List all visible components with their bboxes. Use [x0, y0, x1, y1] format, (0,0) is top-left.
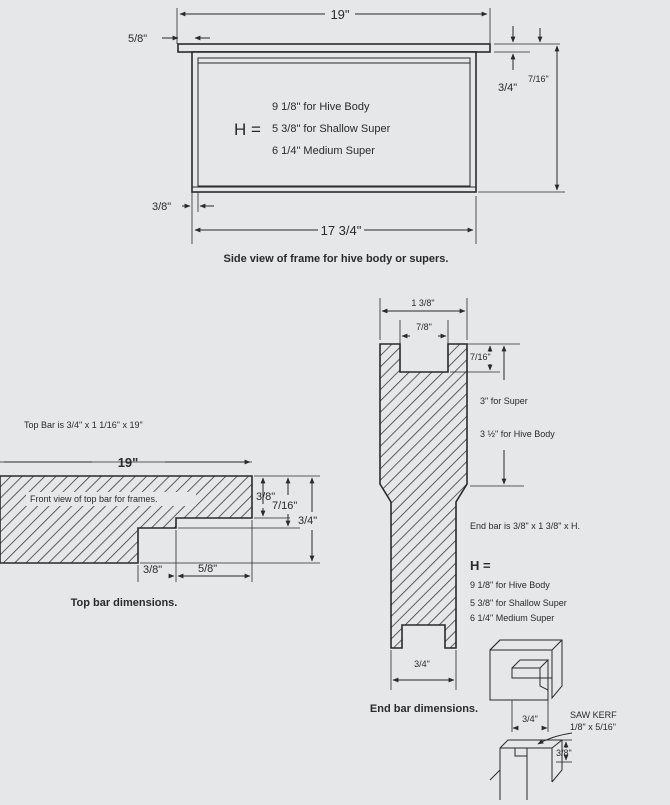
- end-bar-spec: End bar is 3/8" x 1 3/8" x H.: [470, 521, 580, 531]
- end-bar-bottom: 3/4": [414, 659, 430, 669]
- end-bar-hive-body: 3 ½" for Hive Body: [480, 429, 555, 439]
- side-view: 19" 5/8" H = 9 1/8" for Hive Body 5 3/8"…: [128, 7, 565, 265]
- side-end-thickness: 3/8": [152, 201, 171, 213]
- top-bar-dim-3-4: 3/4": [298, 515, 317, 527]
- end-bar-height-hive-body: 9 1/8" for Hive Body: [470, 580, 550, 590]
- side-height-hive-body: 9 1/8" for Hive Body: [272, 101, 370, 113]
- end-bar-notch: 7/8": [416, 322, 432, 332]
- end-bar-view: 1 3/8" 7/8" 7/16" 3" for Super 3 ½" for …: [370, 298, 580, 715]
- side-view-caption: Side view of frame for hive body or supe…: [224, 253, 449, 265]
- top-bar-view: Top Bar is 3/4" x 1 1/16" x 19" 19" Fron…: [0, 420, 320, 609]
- kerf-label: SAW KERF: [570, 710, 617, 720]
- side-height-shallow-super: 5 3/8" for Shallow Super: [272, 123, 391, 135]
- side-frame-inner: [197, 57, 471, 187]
- side-h-label: H =: [234, 120, 261, 139]
- top-bar-dim-3-8: 3/8": [256, 491, 275, 503]
- top-bar-dim-7-16: 7/16": [272, 500, 297, 512]
- end-bar-height-medium-super: 6 1/4" Medium Super: [470, 613, 554, 623]
- side-height-medium-super: 6 1/4" Medium Super: [272, 145, 375, 157]
- kerf-dim-3-8: 3/8": [556, 748, 572, 758]
- side-top-bar-thickness: 3/4": [498, 82, 517, 94]
- side-inner-length: 17 3/4": [321, 223, 362, 238]
- top-bar-profile: [0, 475, 253, 564]
- end-bar-caption: End bar dimensions.: [370, 703, 478, 715]
- kerf-size: 1/8" x 5/16": [570, 722, 616, 732]
- end-bar-profile: [379, 343, 468, 649]
- top-bar-length: 19": [118, 455, 139, 470]
- end-bar-width: 1 3/8": [411, 298, 434, 308]
- side-ear-label: 5/8": [128, 33, 147, 45]
- end-bar-notch-depth: 7/16": [470, 352, 491, 362]
- side-frame-outer: [191, 51, 477, 193]
- top-bar-caption: Top bar dimensions.: [71, 597, 178, 609]
- top-bar-spec: Top Bar is 3/4" x 1 1/16" x 19": [24, 420, 143, 430]
- kerf-dim-3-4: 3/4": [522, 714, 538, 724]
- end-bar-h-label: H =: [470, 558, 491, 573]
- saw-kerf-detail: 3/4" SAW KERF 1/8" x 5/16" 3/8": [489, 639, 617, 800]
- end-bar-super: 3" for Super: [480, 396, 528, 406]
- side-top-bar: [177, 43, 491, 53]
- top-bar-bottom-5-8: 5/8": [198, 563, 217, 575]
- top-bar-bottom-3-8: 3/8": [143, 564, 162, 576]
- top-bar-inner-text: Front view of top bar for frames.: [30, 494, 158, 504]
- side-top-bar-thickness-inner: 7/16": [528, 74, 549, 84]
- side-width-label: 19": [330, 7, 349, 22]
- end-bar-height-shallow-super: 5 3/8" for Shallow Super: [470, 598, 567, 608]
